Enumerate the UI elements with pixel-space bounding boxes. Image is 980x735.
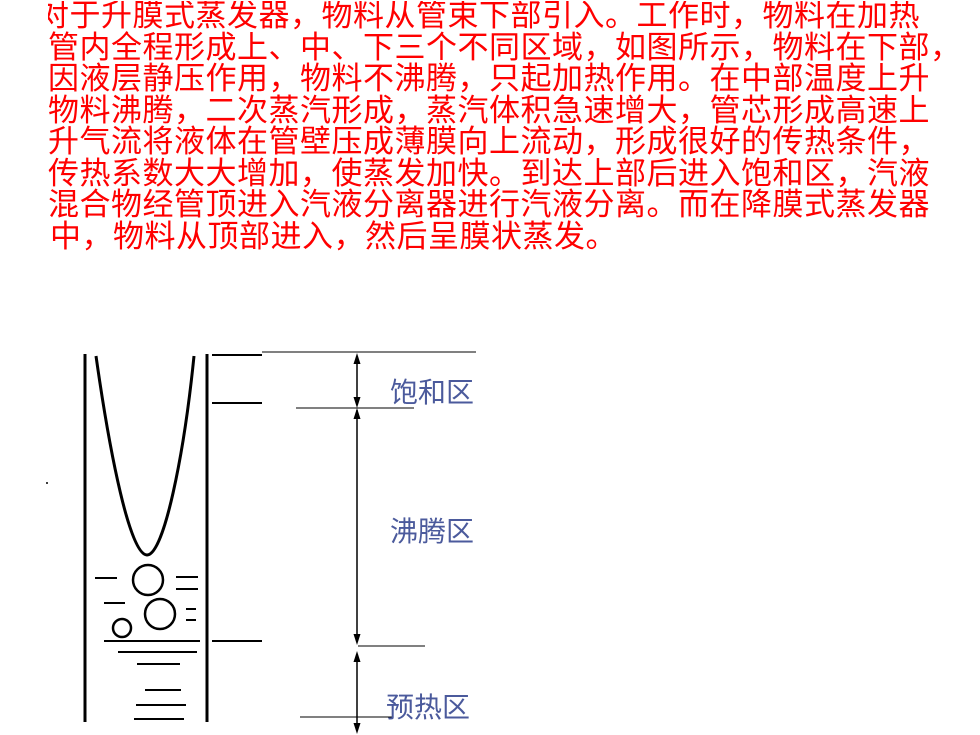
arrowhead-down — [353, 634, 361, 645]
arrowhead-up — [353, 651, 361, 662]
paragraph-line: 混合物经管顶进入汽液分离器进行汽液分离。而在降膜式蒸发器 — [48, 187, 930, 223]
bubble — [131, 563, 165, 597]
paragraph-line: 对于升膜式蒸发器，物料从管束下部引入。工作时，物料在加热 — [48, 1, 920, 34]
paragraph-line: 中，物料从顶部进入，然后呈膜状蒸发。 — [50, 218, 617, 253]
zone-label-preheat: 预热区 — [386, 691, 471, 724]
paragraph-line: 物料沸腾，二次蒸汽形成，蒸汽体积急速增大，管芯形成高速上 — [48, 92, 930, 129]
bubble — [143, 597, 177, 631]
paragraph-line: 管内全程形成上、中、下三个不同区域，如图所示，物料在下部， — [48, 29, 962, 66]
arrowhead-up — [353, 353, 361, 364]
description-paragraph: 对于升膜式蒸发器，物料从管束下部引入。工作时，物料在加热 管内全程形成上、中、下… — [48, 1, 978, 253]
vapor-core-curve — [94, 355, 196, 557]
paragraph-line: 因液层静压作用，物料不沸腾，只起加热作用。在中部温度上升 — [48, 61, 930, 97]
paragraph-line: 升气流将液体在管壁压成薄膜向上流动，形成很好的传热条件， — [48, 124, 930, 160]
zone-label-boiling: 沸腾区 — [390, 515, 475, 548]
paragraph-line: 传热系数大大增加，使蒸发加快。到达上部后进入饱和区，汽液 — [48, 155, 930, 192]
bubble — [111, 617, 133, 639]
arrowhead-up — [353, 408, 361, 419]
arrowhead-down — [353, 723, 361, 734]
stray-dot — [46, 482, 48, 484]
arrowhead-down — [353, 397, 361, 408]
zone-label-saturation: 饱和区 — [390, 376, 475, 409]
